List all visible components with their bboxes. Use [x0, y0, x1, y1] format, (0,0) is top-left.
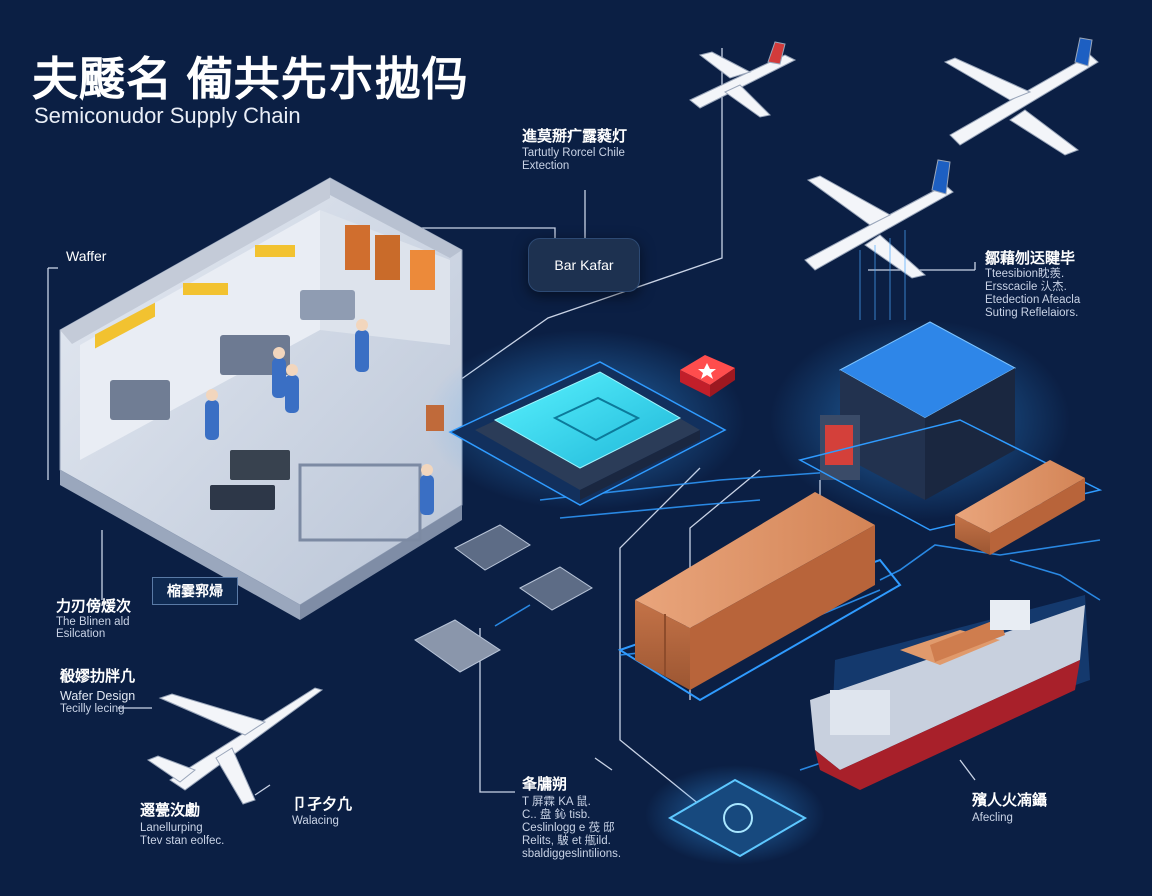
chip-platform — [425, 330, 745, 510]
container-single — [955, 460, 1085, 555]
tag-box: 樎霎郛㷌 — [152, 577, 238, 605]
top-center-en2: Extection — [522, 160, 570, 172]
airplane-bottom-left — [146, 687, 324, 805]
container-stack — [617, 492, 902, 702]
airplane-top-left — [689, 41, 797, 118]
right-cn: 鄒藉刎迗睷毕 — [985, 250, 1076, 267]
top-center-en1: Tartutly Rorcel Chile — [522, 147, 625, 159]
ai-chip-tile — [645, 765, 825, 865]
left-mid-en1: The Blinen ald — [56, 616, 130, 628]
airplane-top-right — [943, 37, 1099, 156]
wafer-design-en1: Wafer Design — [60, 689, 136, 703]
wafer-design-cn: 殽嫪扐牉凢 — [60, 668, 136, 685]
bottom-left-cn: 逫甍㳊勴 — [140, 802, 201, 819]
bottom-left-en2: Ttev stan eolfec. — [140, 835, 225, 847]
bottom-mid-left-en1: Walacing — [292, 815, 339, 827]
wafer-design-en2: Tecilly lecing — [60, 703, 125, 715]
red-star-box — [680, 355, 735, 397]
left-mid-cn: 力刃傍煖次 — [56, 598, 132, 615]
airplane-right — [804, 159, 954, 320]
warehouse — [770, 320, 1103, 531]
right-en2: Ersscacile 汄杰. — [985, 281, 1067, 293]
right-en4: Suting Reflelaiors. — [985, 307, 1079, 319]
right-en1: Tteesibion眈羨. — [985, 268, 1065, 280]
bottom-right-en1: Afecling — [972, 812, 1013, 824]
badge-bar-kafar: Bar Kafar — [528, 238, 640, 292]
bottom-center-en3: Ceslinlogg e 茷 邸 — [522, 822, 615, 834]
bottom-center-en5: sbaldiggeslintilions. — [522, 848, 622, 860]
bottom-center-en2: C.. 盘 鈊 tisb. — [522, 809, 591, 821]
cargo-ship — [810, 595, 1090, 790]
top-center-cn: 進莫掰疒露蕤灯 — [522, 128, 628, 145]
left-mid-en2: Esilcation — [56, 628, 106, 640]
bottom-center-cn: 夆牗朔 — [522, 776, 568, 793]
bottom-left-en1: Lanellurping — [140, 822, 203, 834]
title-cn: 夫䬐名 僃共先朩拋㐷 — [32, 53, 469, 105]
wafer-label: Waffer — [66, 248, 107, 264]
bottom-center-en4: Relits, 駊 et 甁ild. — [522, 835, 611, 847]
circuit-boards — [414, 524, 593, 673]
bottom-mid-left-cn: 卩孑夕凢 — [292, 796, 353, 813]
fab-factory — [59, 177, 463, 620]
title-en: Semiconudor Supply Chain — [34, 103, 301, 128]
right-en3: Etedection Afeacla — [985, 294, 1081, 306]
bottom-right-cn: 殯人火㓓鑷 — [972, 792, 1048, 809]
bottom-center-en1: T 屏霖 KA 鼠. — [522, 796, 591, 808]
sensor-device — [426, 405, 444, 431]
